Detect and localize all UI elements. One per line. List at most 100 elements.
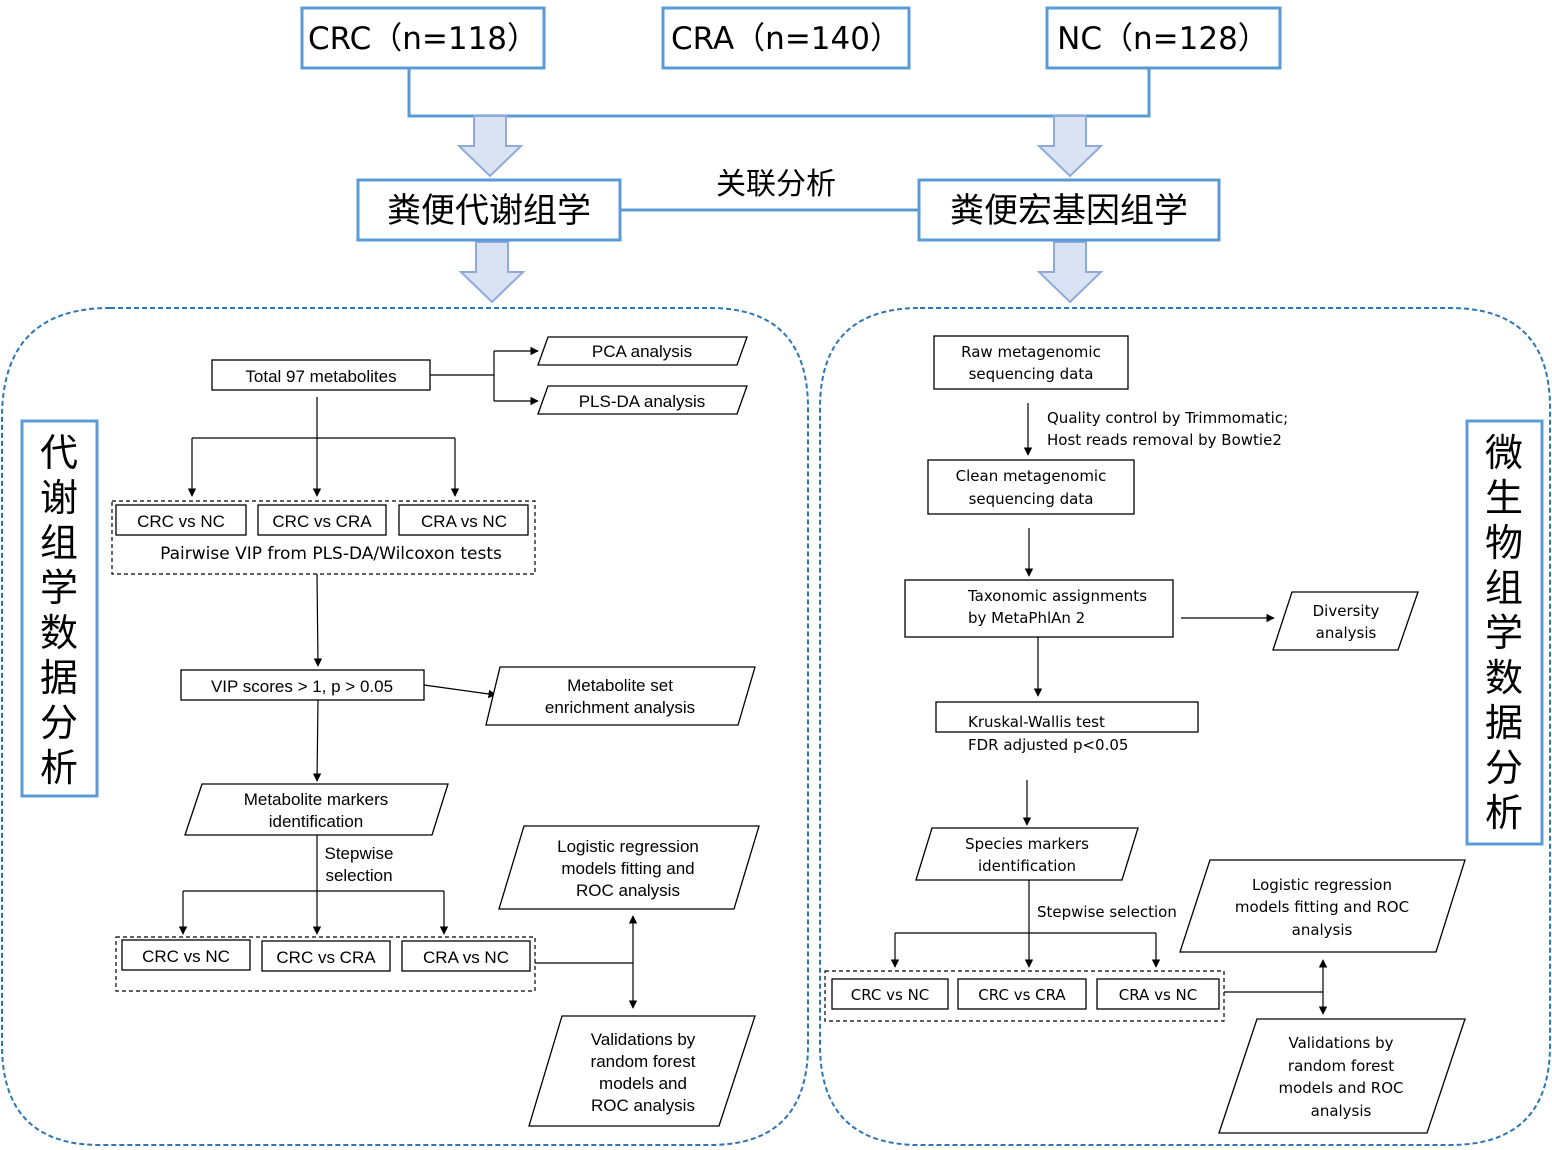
- plsda-label: PLS-DA analysis: [579, 392, 706, 411]
- raw-data-label: sequencing data: [969, 365, 1094, 383]
- clean-data-box: [927, 459, 1135, 515]
- group-box-crc: CRC（n=118）: [300, 6, 546, 70]
- left-panel: [0, 307, 809, 1146]
- right-side-char: 数: [1485, 656, 1523, 700]
- diversity-label: analysis: [1316, 624, 1377, 642]
- group-bracket: [407, 68, 1151, 118]
- pairwise-label: Pairwise VIP from PLS-DA/Wilcoxon tests: [160, 544, 502, 564]
- left-logistic-label: ROC analysis: [576, 881, 680, 900]
- comparison-box: [257, 504, 387, 536]
- metabolomics-box: 粪便代谢组学: [356, 178, 622, 242]
- total-metabolites-label: Total 97 metabolites: [245, 367, 396, 386]
- species-label: Species markers: [965, 835, 1089, 853]
- enrichment-label: Metabolite set: [567, 676, 673, 695]
- right-side-char: 学: [1485, 611, 1523, 655]
- species-box: [915, 827, 1139, 881]
- right-side-char: 析: [1485, 791, 1523, 835]
- clean-data-label: Clean metagenomic: [956, 467, 1107, 485]
- group-cra-label: CRA（n=140）: [671, 21, 901, 57]
- left-validation-label: random forest: [591, 1052, 696, 1071]
- right-validation-label: random forest: [1288, 1057, 1394, 1075]
- final-comparison-box: [261, 940, 391, 972]
- taxonomy-box: [904, 579, 1174, 638]
- left-validation-label: ROC analysis: [591, 1096, 695, 1115]
- left-side-char: 学: [40, 566, 78, 610]
- right-logistic-label: models fitting and ROC: [1235, 898, 1409, 916]
- left-side-label: 代 谢 组 学 数 据 分 析: [20, 419, 99, 798]
- right-side-label: 微 生 物 组 学 数 据 分 析: [1465, 419, 1544, 846]
- metagenomics-label: 粪便宏基因组学: [950, 191, 1188, 231]
- right-side-char: 物: [1485, 521, 1523, 565]
- left-side-char: 分: [40, 701, 78, 745]
- right-comparison-label: CRC vs CRA: [978, 986, 1066, 1004]
- markers-label: Metabolite markers: [244, 790, 389, 809]
- comparison-label: CRA vs NC: [421, 512, 507, 531]
- block-arrow-down-right-bottom: [1036, 241, 1104, 304]
- qc-label: Host reads removal by Bowtie2: [1047, 431, 1282, 449]
- left-side-char: 析: [40, 746, 78, 790]
- right-side-char: 微: [1485, 431, 1523, 475]
- right-side-char: 生: [1485, 476, 1523, 520]
- right-comparisons-group: [824, 970, 1225, 1022]
- right-validation-label: analysis: [1311, 1102, 1372, 1120]
- raw-data-label: Raw metagenomic: [961, 343, 1101, 361]
- final-comparison-label: CRC vs NC: [142, 947, 230, 966]
- right-validation-label: Validations by: [1288, 1034, 1393, 1052]
- right-comparison-label: CRA vs NC: [1119, 986, 1197, 1004]
- diversity-label: Diversity: [1313, 602, 1380, 620]
- left-logistic-label: Logistic regression: [557, 837, 699, 856]
- kw-box: [935, 701, 1199, 733]
- left-side-char: 组: [40, 521, 78, 565]
- metabolomics-label: 粪便代谢组学: [387, 191, 591, 231]
- comparison-box: [398, 504, 529, 536]
- right-validation-box: [1218, 1018, 1466, 1134]
- final-comparison-label: CRA vs NC: [423, 948, 509, 967]
- markers-label: identification: [269, 812, 364, 831]
- pca-box: [537, 336, 748, 366]
- right-comparison-box: [831, 978, 949, 1010]
- diversity-box: [1272, 591, 1419, 651]
- left-side-char: 数: [40, 611, 78, 655]
- group-nc-label: NC（n=128）: [1057, 21, 1269, 57]
- enrichment-label: enrichment analysis: [545, 698, 695, 717]
- group-box-cra: CRA（n=140）: [661, 6, 911, 70]
- right-validation-label: models and ROC: [1279, 1079, 1404, 1097]
- right-stepwise-label: Stepwise selection: [1037, 903, 1177, 921]
- clean-data-label: sequencing data: [969, 490, 1094, 508]
- association-label: 关联分析: [716, 167, 836, 202]
- kw-label: Kruskal-Wallis test: [968, 713, 1105, 731]
- left-side-char: 据: [40, 656, 78, 700]
- fdr-label: FDR adjusted p<0.05: [968, 736, 1128, 754]
- group-box-nc: NC（n=128）: [1045, 6, 1282, 70]
- vip-box: [180, 669, 425, 701]
- final-comparison-box: [121, 939, 251, 971]
- right-comparison-box: [1096, 978, 1220, 1010]
- block-arrow-down-left-bottom: [458, 241, 526, 304]
- enrichment-box: [485, 666, 756, 726]
- final-comparison-label: CRC vs CRA: [276, 948, 376, 967]
- left-validation-label: models and: [599, 1074, 687, 1093]
- vip-label: VIP scores > 1, p > 0.05: [211, 677, 393, 696]
- comparison-label: CRC vs NC: [137, 512, 225, 531]
- qc-label: Quality control by Trimmomatic;: [1047, 409, 1288, 427]
- left-validation-box: [528, 1015, 756, 1127]
- left-validation-label: Validations by: [591, 1030, 696, 1049]
- final-comparisons-group: [115, 936, 536, 992]
- raw-data-box: [933, 335, 1129, 390]
- block-arrow-down-right-top: [1036, 115, 1104, 178]
- right-side-char: 据: [1485, 701, 1523, 745]
- right-logistic-label: Logistic regression: [1252, 876, 1392, 894]
- right-logistic-box: [1179, 859, 1466, 953]
- pca-label: PCA analysis: [592, 342, 692, 361]
- right-panel: [819, 307, 1551, 1146]
- left-side-char: 谢: [40, 476, 78, 520]
- right-side-char: 组: [1485, 566, 1523, 610]
- stepwise-label: selection: [325, 866, 392, 885]
- right-logistic-label: analysis: [1292, 921, 1353, 939]
- right-comparison-box: [957, 978, 1087, 1010]
- comparison-box: [115, 504, 247, 536]
- taxonomy-label: by MetaPhlAn 2: [968, 609, 1085, 627]
- species-label: identification: [978, 857, 1076, 875]
- left-side-char: 代: [40, 431, 78, 475]
